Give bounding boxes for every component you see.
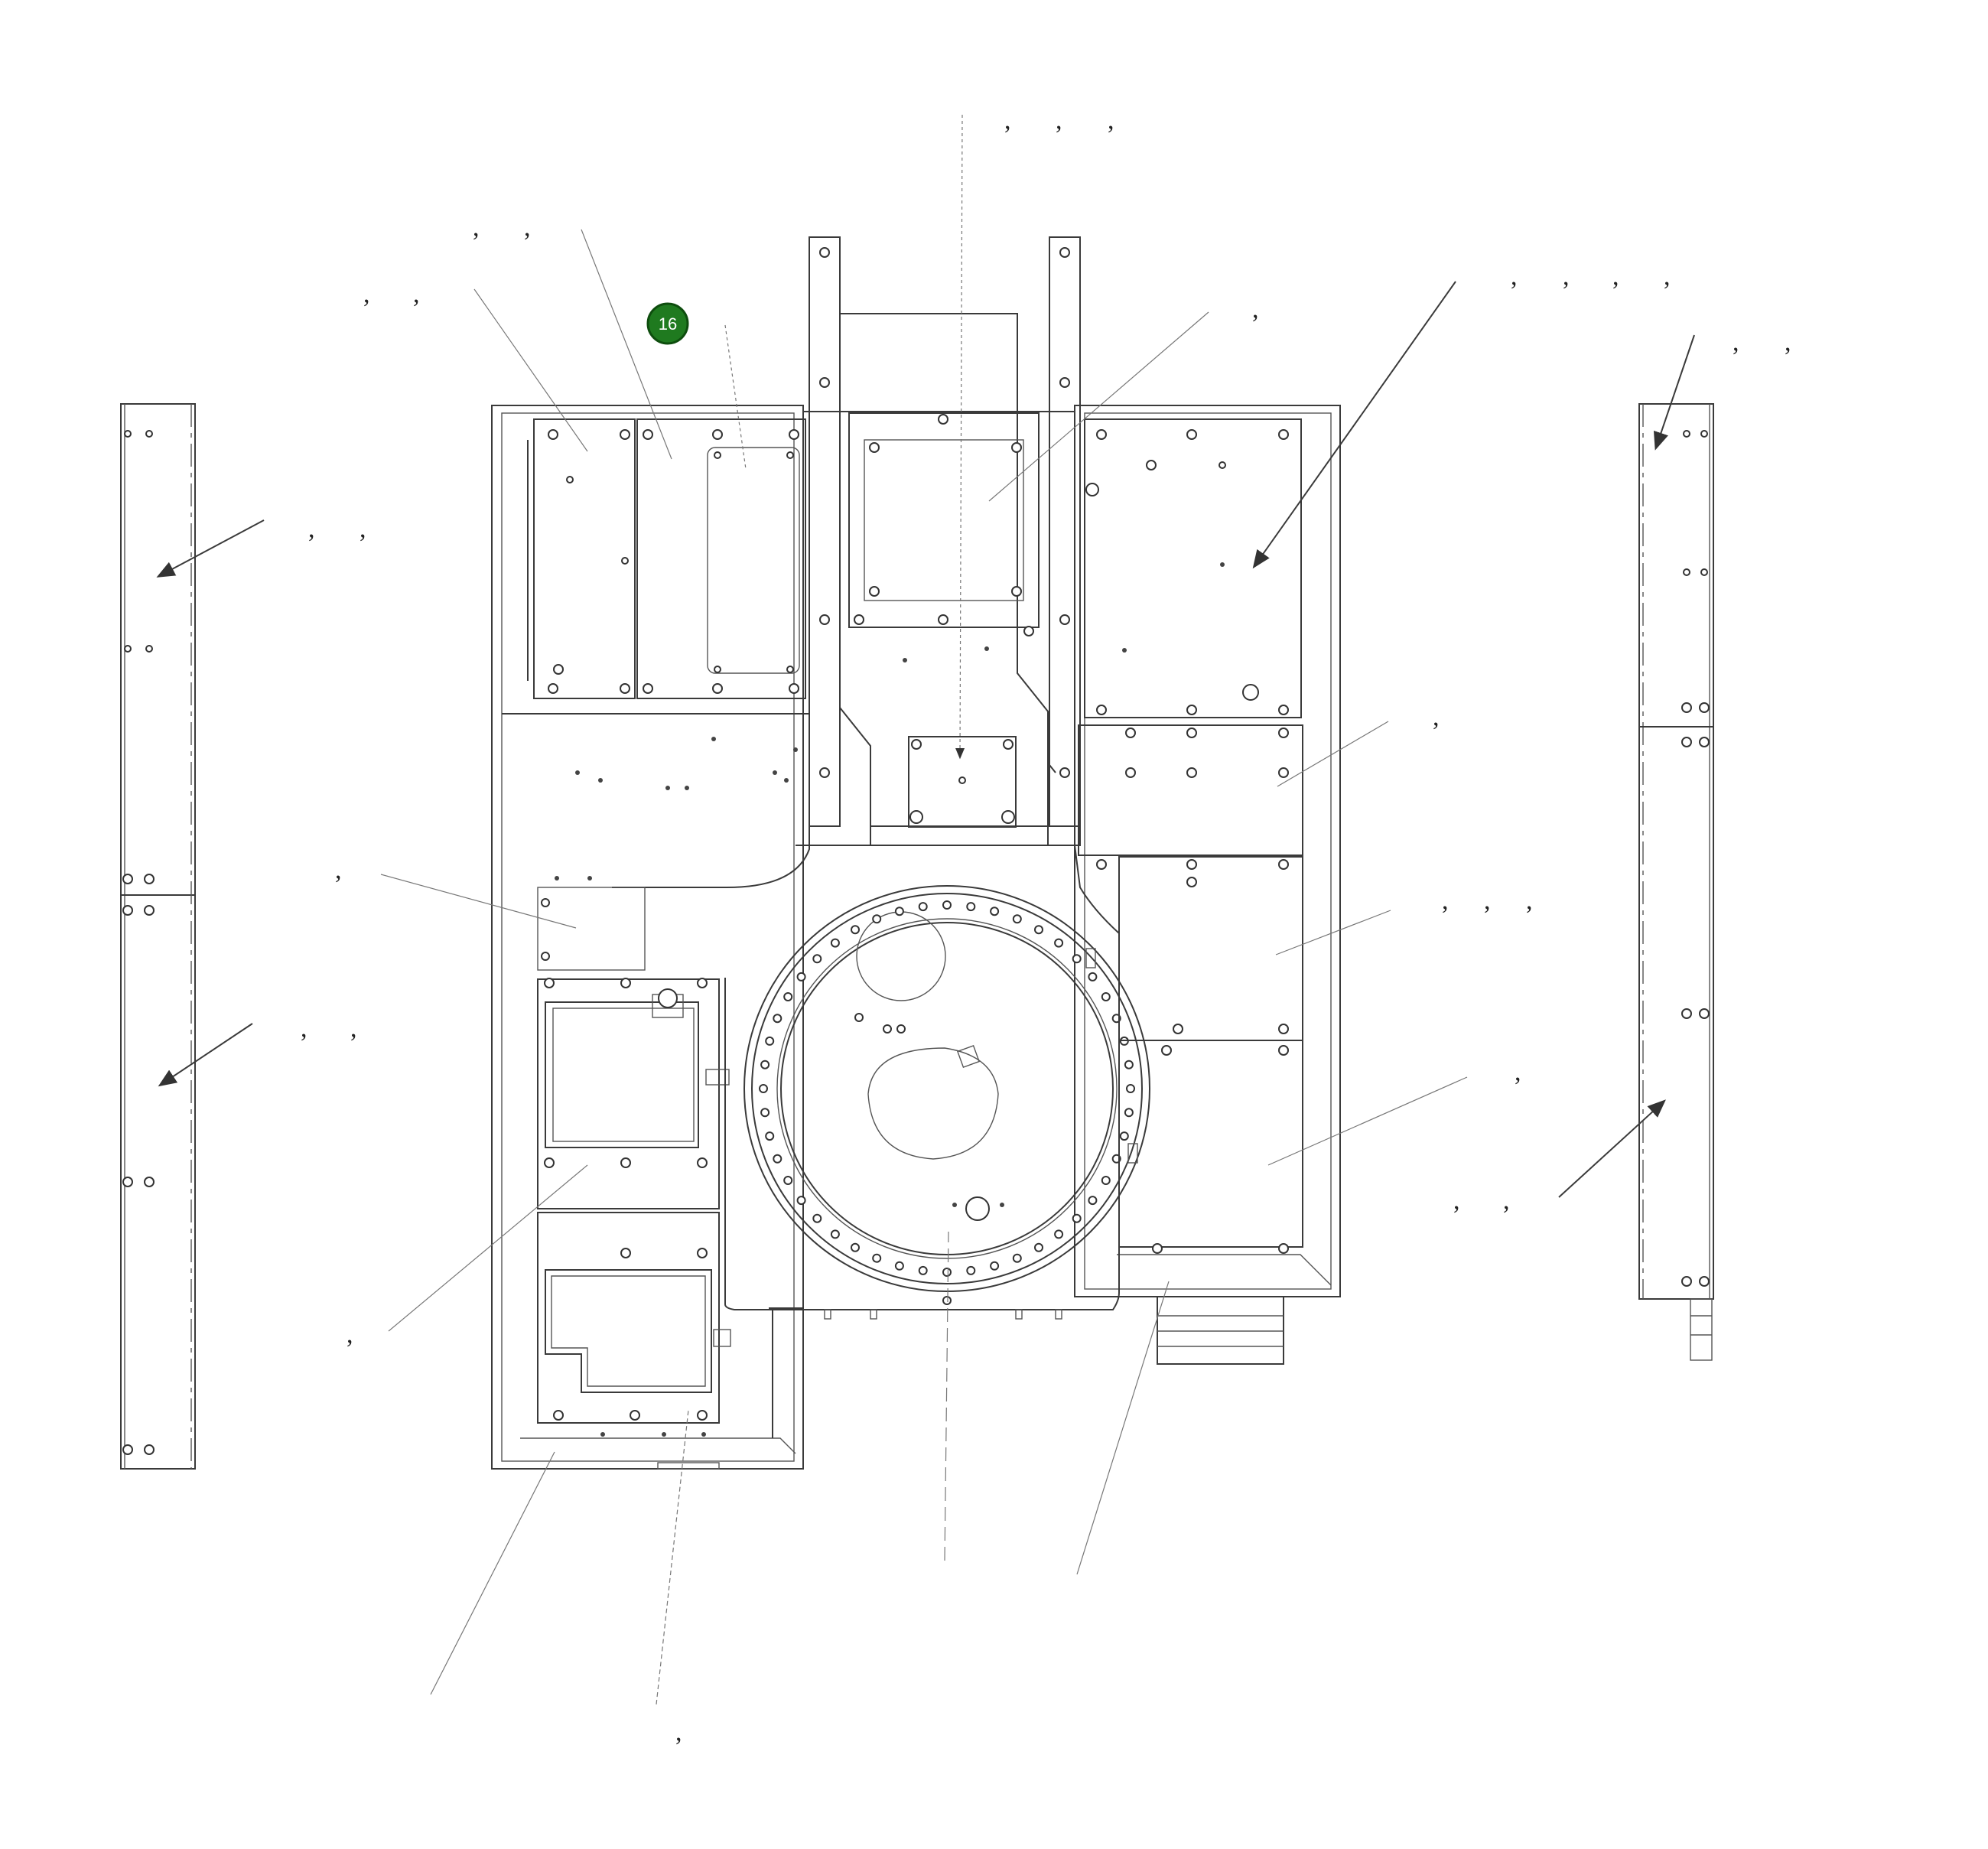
separator: , (360, 515, 366, 543)
separator: , (1563, 262, 1570, 291)
separator: , (1433, 703, 1440, 731)
bolt-hole (1012, 914, 1022, 924)
separator: , (413, 280, 420, 308)
bolt-hole (918, 902, 928, 912)
separator: , (473, 213, 480, 242)
bolt-ring (759, 900, 1135, 1277)
separator: , (524, 213, 531, 242)
bolt-hole (773, 1154, 783, 1164)
bolt-hole (1012, 1253, 1022, 1263)
bolt-hole (765, 1036, 775, 1046)
bolt-hole (894, 907, 904, 916)
bolt-hole (773, 1014, 783, 1024)
separator: , (1664, 262, 1671, 291)
separator: , (301, 1014, 307, 1043)
bolt-hole (812, 1213, 822, 1223)
left-side-panel (120, 403, 196, 1470)
separator: , (350, 1014, 357, 1043)
callout-marker-16[interactable]: 16 (646, 302, 689, 345)
bolt-hole (783, 1176, 793, 1185)
bolt-hole (942, 1268, 952, 1277)
bolt-hole (851, 925, 860, 935)
callout-separators: , , , , , , , , , , , , , , , , , , , , … (301, 106, 1791, 1746)
bolt-hole (765, 1131, 775, 1141)
bolt-hole (918, 1265, 928, 1275)
callout-marker-label: 16 (659, 314, 677, 334)
bolt-hole (1072, 1213, 1082, 1223)
bolt-hole (1072, 954, 1082, 964)
bolt-hole (759, 1084, 768, 1093)
bolt-hole (1101, 992, 1111, 1001)
bolt-hole (1088, 1196, 1098, 1206)
bolt-hole (1124, 1108, 1134, 1118)
separator: , (363, 280, 370, 308)
bolt-hole (1054, 1229, 1064, 1239)
callout-marker-circle (646, 302, 689, 345)
bolt-hole (872, 914, 882, 924)
separator: , (1484, 887, 1491, 915)
bolt-hole (760, 1108, 770, 1118)
bolt-hole (830, 1229, 840, 1239)
separator: , (1004, 106, 1011, 135)
bolt-hole (942, 900, 952, 910)
bolt-hole (990, 907, 1000, 916)
separator: , (308, 515, 315, 543)
separator: , (1442, 887, 1449, 915)
right-side-panel (1638, 403, 1714, 1361)
bolt-hole (812, 954, 822, 964)
bolt-hole (894, 1261, 904, 1271)
separator: , (1252, 295, 1259, 324)
bolt-hole (1124, 1060, 1134, 1069)
separator: , (1785, 328, 1791, 356)
bolt-hole (1126, 1084, 1135, 1093)
bolt-hole (760, 1060, 770, 1069)
bolt-hole (966, 1265, 976, 1275)
bolt-hole (966, 902, 976, 912)
separator: , (1612, 262, 1619, 291)
bolt-hole (1101, 1176, 1111, 1185)
bolt-hole (1119, 1131, 1129, 1141)
separator: , (1108, 106, 1114, 135)
bolt-hole (1034, 925, 1043, 935)
bolt-hole (796, 972, 806, 981)
separator: , (1056, 106, 1062, 135)
bolt-hole (872, 1253, 882, 1263)
separator: , (335, 856, 342, 884)
main-frame (491, 236, 1341, 1470)
separator: , (1526, 887, 1533, 915)
bolt-hole (1054, 938, 1064, 948)
bolt-hole (1034, 1242, 1043, 1252)
bolt-hole (783, 992, 793, 1001)
leader-lines (156, 114, 1695, 1705)
separator: , (675, 1718, 682, 1746)
separator: , (1515, 1058, 1521, 1086)
separator: , (1511, 262, 1518, 291)
separator: , (1733, 328, 1739, 356)
separator: , (1453, 1187, 1460, 1215)
bolt-hole (851, 1242, 860, 1252)
bolt-hole (830, 938, 840, 948)
separator: , (1503, 1187, 1510, 1215)
bolt-hole (796, 1196, 806, 1206)
separator: , (347, 1320, 353, 1349)
bolt-hole (990, 1261, 1000, 1271)
bolt-hole (1088, 972, 1098, 981)
